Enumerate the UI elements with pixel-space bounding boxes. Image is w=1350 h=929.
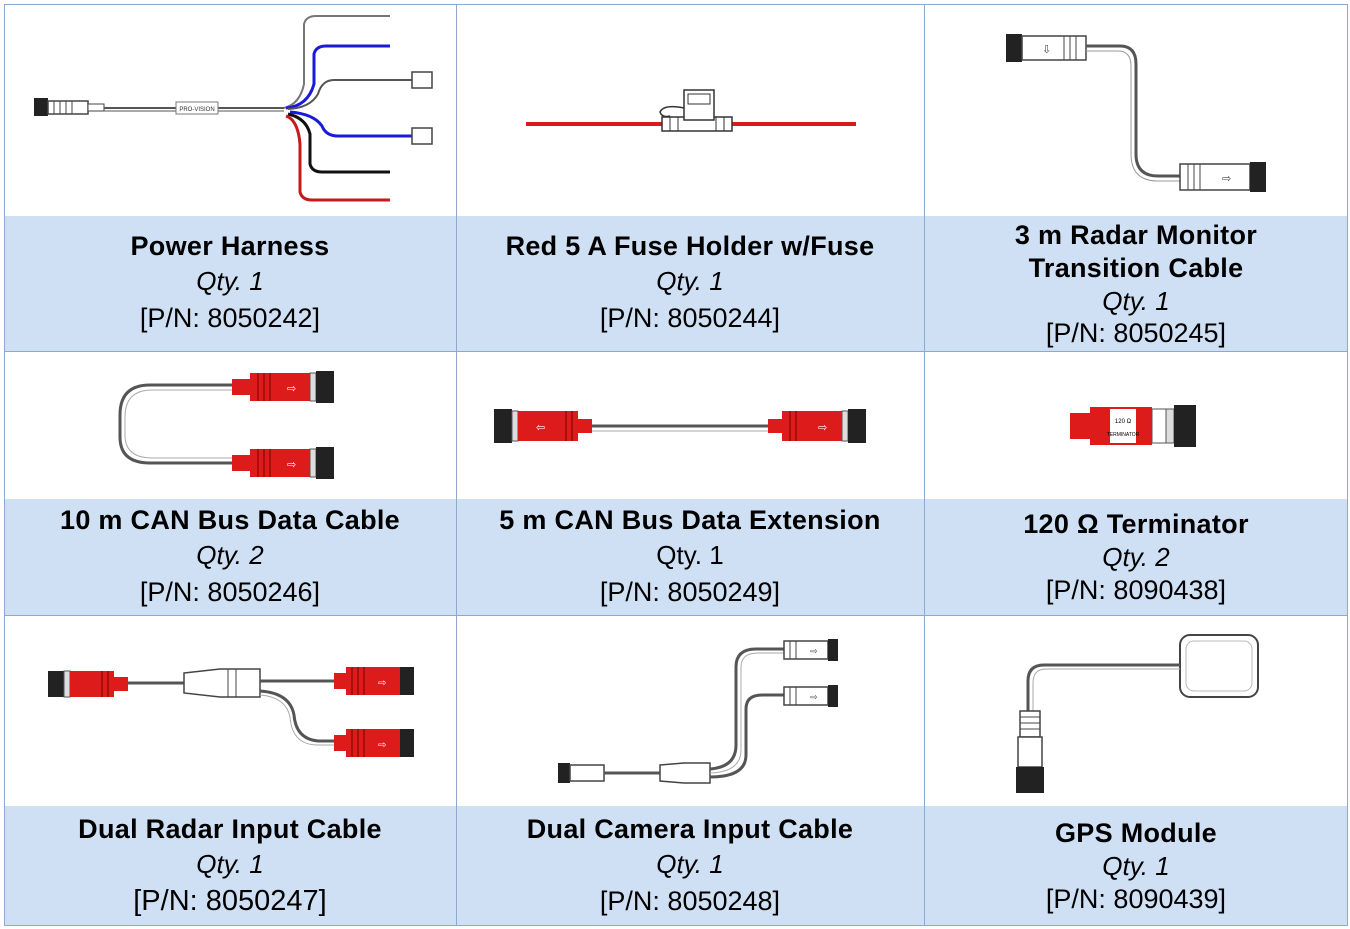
can-bus-extension-icon: ⇦ ⇨ [494, 409, 866, 443]
grid-line [4, 4, 1348, 5]
svg-text:120 Ω: 120 Ω [1115, 419, 1132, 425]
svg-text:PRO-VISION: PRO-VISION [179, 107, 214, 113]
caption-can-bus-extension: 5 m CAN Bus Data Extension Qty. 1 [P/N: … [456, 499, 924, 615]
svg-text:⇨: ⇨ [378, 678, 386, 689]
svg-text:⇨: ⇨ [810, 692, 818, 702]
caption-power-harness: Power Harness Qty. 1 [P/N: 8050242] [4, 216, 456, 351]
product-qty: Qty. 1 [1102, 850, 1170, 881]
image-cell-fuse-holder [456, 4, 924, 216]
svg-text:⇨: ⇨ [287, 383, 296, 395]
caption-fuse-holder: Red 5 A Fuse Holder w/Fuse Qty. 1 [P/N: … [456, 216, 924, 351]
caption-gps-module: GPS Module Qty. 1 [P/N: 8090439] [924, 806, 1348, 926]
grid-line [924, 4, 925, 926]
caption-transition-cable: 3 m Radar Monitor Transition Cable Qty. … [924, 216, 1348, 351]
product-part-number: [P/N: 8050248] [599, 885, 781, 916]
grid-line [4, 4, 5, 926]
product-name: Red 5 A Fuse Holder w/Fuse [505, 231, 875, 261]
grid-line [4, 615, 1348, 616]
grid-line [4, 351, 1348, 352]
caption-terminator: 120 Ω Terminator Qty. 2 [P/N: 8090438] [924, 499, 1348, 615]
product-name: 5 m CAN Bus Data Extension [499, 504, 881, 535]
image-cell-transition-cable: ⇩ ⇨ [924, 4, 1348, 216]
parts-table: PRO-VISION [4, 4, 1348, 926]
product-name: 3 m Radar Monitor Transition Cable [1014, 219, 1258, 283]
product-qty: Qty. 1 [196, 266, 264, 296]
svg-text:TERMINATOR: TERMINATOR [1107, 432, 1140, 438]
image-cell-terminator: 120 Ω TERMINATOR [924, 351, 1348, 499]
product-qty: Qty. 2 [1102, 541, 1170, 572]
image-cell-can-bus-extension: ⇦ ⇨ [456, 351, 924, 499]
product-part-number: [P/N: 8050242] [139, 303, 321, 333]
product-part-number: [P/N: 8050249] [599, 576, 781, 607]
product-part-number: [P/N: 8050245] [1045, 317, 1227, 348]
terminator-icon: 120 Ω TERMINATOR [1070, 405, 1196, 447]
product-name: 10 m CAN Bus Data Cable [60, 504, 400, 535]
transition-cable-icon: ⇩ ⇨ [1006, 34, 1266, 192]
dual-camera-cable-icon: ⇨ ⇨ [558, 639, 838, 784]
svg-text:⇨: ⇨ [287, 459, 296, 471]
image-cell-power-harness: PRO-VISION [4, 4, 456, 216]
product-qty: Qty. 1 [656, 266, 724, 296]
product-name: Power Harness [130, 231, 330, 261]
product-name: Dual Camera Input Cable [526, 813, 854, 844]
svg-text:⇨: ⇨ [810, 646, 818, 656]
svg-text:⇨: ⇨ [1222, 173, 1231, 185]
image-cell-gps-module [924, 615, 1348, 806]
product-part-number: [P/N: 8050247] [133, 884, 327, 917]
svg-text:⇦: ⇦ [536, 422, 545, 434]
caption-dual-camera-cable: Dual Camera Input Cable Qty. 1 [P/N: 805… [456, 806, 924, 926]
image-cell-can-bus-cable: ⇨ ⇨ [4, 351, 456, 499]
caption-can-bus-cable: 10 m CAN Bus Data Cable Qty. 2 [P/N: 805… [4, 499, 456, 615]
product-qty: Qty. 2 [196, 539, 264, 570]
image-cell-dual-camera-cable: ⇨ ⇨ [456, 615, 924, 806]
can-bus-cable-icon: ⇨ ⇨ [118, 371, 334, 479]
product-part-number: [P/N: 8090439] [1045, 883, 1227, 914]
gps-module-icon [1016, 634, 1259, 793]
grid-line [4, 925, 1348, 926]
power-harness-icon: PRO-VISION [34, 15, 433, 202]
product-qty: Qty. 1 [656, 848, 724, 879]
product-qty: Qty. 1 [656, 539, 724, 570]
grid-line [1347, 4, 1348, 926]
product-name: Dual Radar Input Cable [78, 813, 382, 844]
product-part-number: [P/N: 8050246] [139, 576, 321, 607]
product-part-number: [P/N: 8050244] [599, 303, 781, 333]
caption-dual-radar-cable: Dual Radar Input Cable Qty. 1 [P/N: 8050… [4, 806, 456, 926]
product-qty: Qty. 1 [196, 848, 264, 879]
svg-text:⇨: ⇨ [818, 422, 827, 434]
product-name: GPS Module [1054, 817, 1217, 848]
product-name: 120 Ω Terminator [1023, 508, 1249, 539]
image-cell-dual-radar-cable: ⇨ ⇨ [4, 615, 456, 806]
dual-radar-cable-icon: ⇨ ⇨ [48, 667, 414, 757]
svg-text:⇨: ⇨ [378, 740, 386, 751]
svg-text:⇩: ⇩ [1042, 44, 1051, 56]
grid-line [456, 4, 457, 926]
product-qty: Qty. 1 [1102, 285, 1170, 316]
product-part-number: [P/N: 8090438] [1045, 574, 1227, 605]
fuse-holder-icon [526, 89, 856, 132]
